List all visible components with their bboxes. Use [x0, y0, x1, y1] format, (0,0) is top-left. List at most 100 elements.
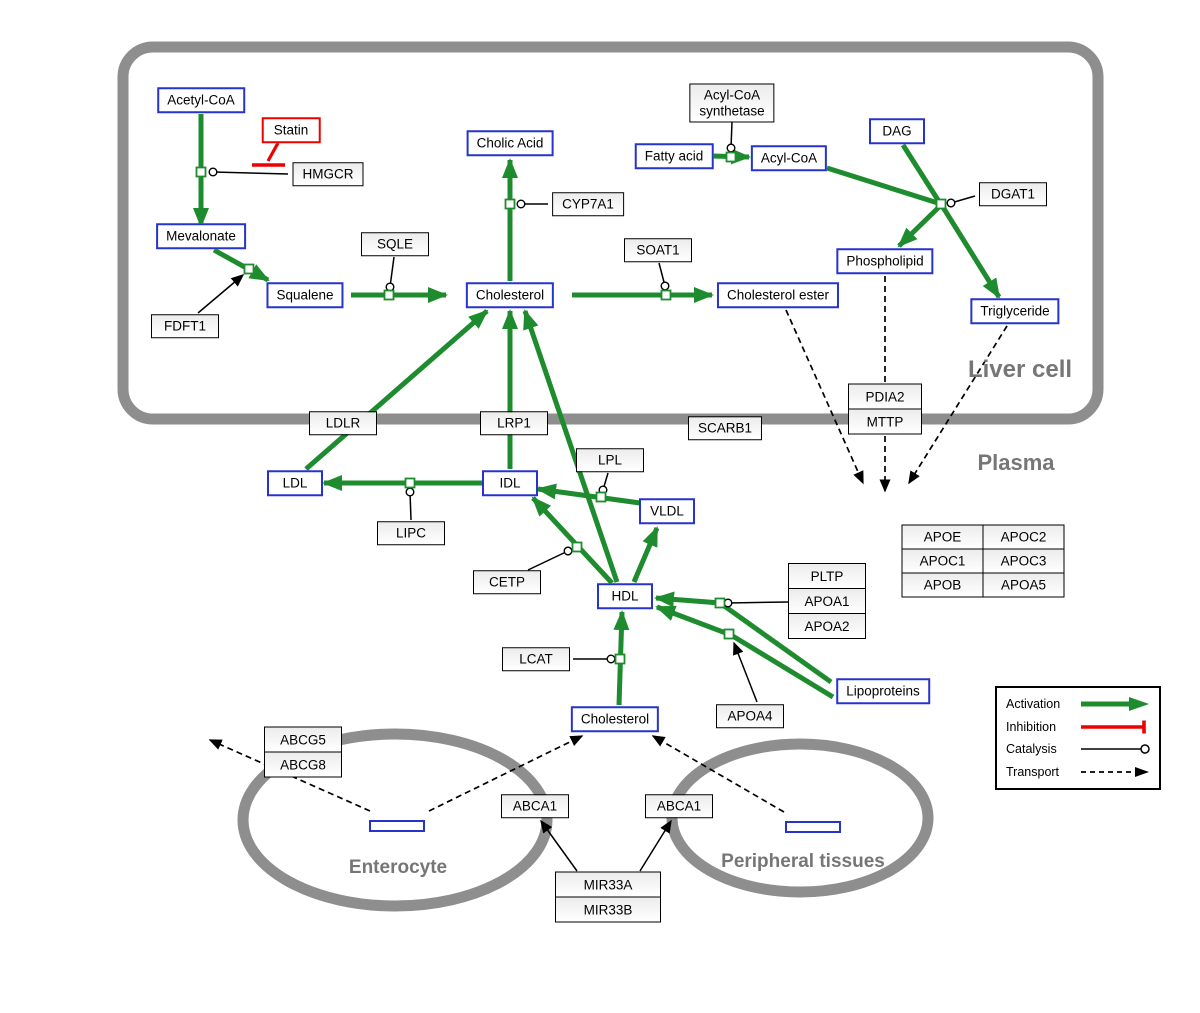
node-apoc2[interactable]: APOC2 — [983, 525, 1064, 549]
node-pdia2[interactable]: PDIA2 — [849, 384, 921, 409]
node-cholesterol-enterocyte[interactable] — [369, 820, 425, 832]
inhibition-line — [266, 142, 280, 162]
node-ldl[interactable]: LDL — [267, 470, 323, 496]
legend-transport-label: Transport — [1006, 764, 1060, 779]
link-soat1-catalysis — [658, 262, 670, 291]
edge-mevalonate-to-squalene — [212, 247, 270, 283]
node-lcat[interactable]: LCAT — [502, 647, 570, 671]
link-lipc-catalysis — [405, 487, 415, 521]
node-abcg8[interactable]: ABCG8 — [265, 752, 341, 777]
node-abcg5[interactable]: ABCG5 — [265, 727, 341, 752]
node-scarb1[interactable]: SCARB1 — [687, 416, 763, 440]
node-ldlr[interactable]: LDLR — [309, 411, 377, 435]
apolipoprotein-table: APOE APOC2 APOC1 APOC3 APOB APOA5 — [901, 524, 1065, 598]
link-acylcoa-synthetase-catalysis — [726, 121, 736, 153]
link-lpl-catalysis — [598, 472, 609, 495]
node-cetp[interactable]: CETP — [473, 570, 541, 594]
edge-hdl-to-idl — [531, 496, 614, 585]
node-apoa4[interactable]: APOA4 — [716, 704, 784, 728]
node-acyl-coa-synthetase[interactable]: Acyl-CoA synthetase — [689, 83, 775, 123]
link-pltp-apoa-group — [723, 598, 789, 608]
node-soat1[interactable]: SOAT1 — [624, 238, 692, 262]
link-fdft1 — [197, 274, 245, 314]
edge-vldl-to-idl — [536, 483, 641, 506]
node-cholesterol-ester[interactable]: Cholesterol ester — [716, 282, 840, 308]
node-cyp7a1[interactable]: CYP7A1 — [552, 192, 624, 216]
node-fatty-acid[interactable]: Fatty acid — [634, 143, 714, 169]
node-statin[interactable]: Statin — [261, 117, 321, 143]
node-cholesterol-liver[interactable]: Cholesterol — [465, 282, 555, 308]
acyl-coa-synthetase-line2: synthetase — [699, 103, 765, 118]
node-lrp1[interactable]: LRP1 — [480, 411, 548, 435]
peripheral-tissues-membrane — [666, 738, 934, 898]
node-cholesterol-peripheral[interactable] — [785, 821, 841, 833]
reaction-node — [660, 289, 672, 301]
node-apoc1[interactable]: APOC1 — [902, 549, 983, 573]
node-cholesterol-plasma[interactable]: Cholesterol — [570, 706, 660, 732]
legend-catalysis-label: Catalysis — [1006, 742, 1057, 757]
node-apoc3[interactable]: APOC3 — [983, 549, 1064, 573]
node-vldl[interactable]: VLDL — [639, 498, 695, 524]
node-acyl-coa[interactable]: Acyl-CoA — [750, 145, 828, 171]
node-pltp[interactable]: PLTP — [789, 564, 865, 588]
link-cetp-catalysis — [527, 546, 573, 571]
node-apoa2[interactable]: APOA2 — [789, 614, 865, 638]
node-hdl[interactable]: HDL — [597, 583, 653, 609]
legend-row-inhibition: Inhibition — [1006, 719, 1153, 735]
inhibition-tbar-icon — [1081, 720, 1146, 734]
node-abca1-peripheral[interactable]: ABCA1 — [645, 794, 713, 818]
node-apob[interactable]: APOB — [902, 573, 983, 597]
reaction-node — [571, 541, 583, 553]
transport-enterocyte-cholesterol-efflux — [208, 739, 371, 812]
edge-hdl-to-vldl — [631, 526, 660, 583]
node-dag[interactable]: DAG — [869, 118, 925, 144]
reaction-node — [504, 198, 516, 210]
transport-cholesterolester-secretion — [785, 309, 864, 485]
legend-row-activation: Activation — [1006, 696, 1153, 712]
statin-inhibition-edge — [252, 142, 285, 167]
peripheral-tissues-label: Peripheral tissues — [721, 851, 885, 872]
node-squalene[interactable]: Squalene — [266, 282, 344, 308]
node-mevalonate[interactable]: Mevalonate — [156, 223, 246, 249]
link-sqle-catalysis — [385, 256, 395, 292]
link-hmgcr-catalysis — [208, 167, 289, 177]
node-lipc[interactable]: LIPC — [377, 521, 445, 545]
node-abca1-enterocyte[interactable]: ABCA1 — [501, 794, 569, 818]
node-pltp-apoa-group: PLTP APOA1 APOA2 — [788, 563, 866, 639]
reaction-node — [614, 653, 626, 665]
transport-dashed-arrow-icon — [1081, 766, 1149, 777]
legend-inhibition-label: Inhibition — [1006, 719, 1057, 734]
node-lpl[interactable]: LPL — [576, 448, 644, 472]
catalysis-line-icon — [1081, 744, 1150, 754]
node-lipoproteins[interactable]: Lipoproteins — [836, 678, 930, 704]
node-sqle[interactable]: SQLE — [361, 232, 429, 256]
node-phospholipid[interactable]: Phospholipid — [836, 248, 934, 274]
node-hmgcr[interactable]: HMGCR — [292, 162, 364, 186]
node-apoa1[interactable]: APOA1 — [789, 589, 865, 613]
reaction-node — [383, 289, 395, 301]
node-mir33b[interactable]: MIR33B — [556, 897, 660, 922]
node-idl[interactable]: IDL — [482, 470, 538, 496]
edge-ldl-uptake-to-cholesterol — [304, 309, 489, 471]
reaction-node — [243, 263, 255, 275]
plasma-label: Plasma — [977, 450, 1055, 475]
edge-dag-to-dgat1-junction — [900, 143, 941, 202]
transport-peripheral-to-plasma-cholesterol — [651, 735, 785, 813]
legend-row-transport: Transport — [1006, 764, 1153, 780]
enterocyte-label: Enterocyte — [348, 857, 448, 878]
node-mttp[interactable]: MTTP — [849, 409, 921, 434]
node-apoa5[interactable]: APOA5 — [983, 573, 1064, 597]
node-dgat1[interactable]: DGAT1 — [979, 182, 1047, 206]
node-triglyceride[interactable]: Triglyceride — [970, 298, 1060, 324]
node-cholic-acid[interactable]: Cholic Acid — [466, 130, 554, 156]
node-mir33a[interactable]: MIR33A — [556, 872, 660, 897]
node-acetyl-coa[interactable]: Acetyl-CoA — [157, 87, 245, 113]
node-fdft1[interactable]: FDFT1 — [151, 314, 219, 338]
reaction-node — [723, 628, 735, 640]
catalysis-links — [197, 121, 976, 872]
node-apoe[interactable]: APOE — [902, 525, 983, 549]
edge-junction-to-phospholipid — [897, 206, 940, 248]
node-pdia2-mttp-group: PDIA2 MTTP — [848, 383, 922, 435]
